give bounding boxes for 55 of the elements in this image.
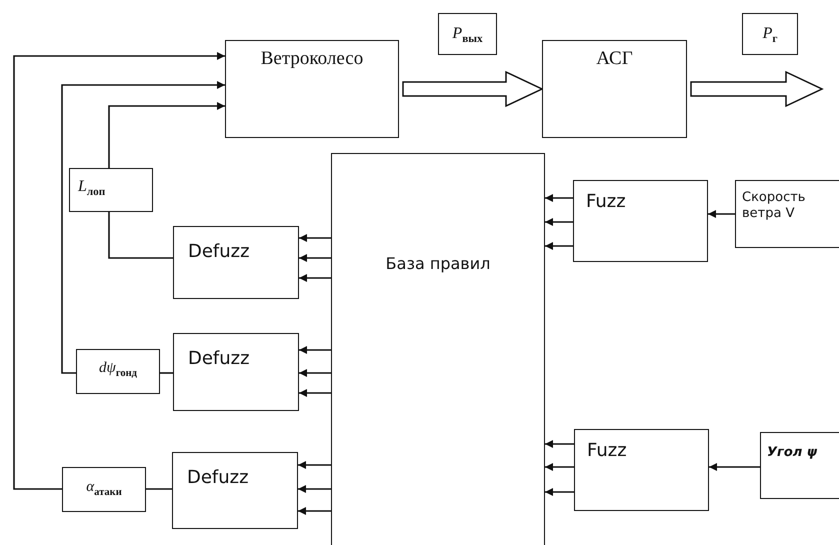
node-label: Fuzz	[587, 440, 627, 462]
arrow	[61, 81, 225, 374]
node-label: Defuzz	[188, 241, 250, 264]
node-label: P$_{г}$	[762, 24, 778, 46]
arrow	[709, 463, 760, 471]
arrow	[299, 369, 331, 377]
node-label: Ветроколесо	[260, 47, 364, 71]
arrow	[299, 346, 331, 354]
signal-box	[438, 13, 497, 55]
arrow	[545, 463, 574, 471]
process-box	[225, 40, 399, 138]
node-label: dψ$_{гонд}$	[99, 359, 137, 380]
defuzzifier-box	[172, 452, 298, 529]
fuzzifier-box	[574, 429, 709, 511]
connector-line	[108, 212, 173, 259]
rule-base-box	[331, 153, 545, 545]
parameter-box	[76, 349, 160, 394]
defuzzifier-box	[173, 333, 299, 411]
arrow	[545, 218, 573, 226]
node-label: α$_{атаки}$	[86, 478, 122, 500]
input-box	[735, 180, 839, 248]
node-label: Defuzz	[187, 467, 249, 490]
arrow	[299, 254, 331, 262]
arrow	[108, 102, 225, 168]
block-arrow	[402, 70, 544, 108]
input-box	[760, 432, 839, 499]
defuzzifier-box	[173, 226, 299, 299]
node-label: Угол ψ	[767, 445, 818, 462]
arrow	[545, 194, 573, 202]
arrow	[13, 52, 225, 490]
arrow	[545, 242, 573, 250]
arrow	[299, 234, 331, 242]
arrow	[545, 488, 574, 496]
process-box	[542, 40, 687, 138]
node-label: Defuzz	[188, 348, 250, 370]
arrow	[298, 461, 331, 469]
parameter-box	[62, 467, 146, 512]
node-label: Fuzz	[586, 191, 626, 214]
block-arrow	[690, 70, 824, 108]
arrow	[545, 440, 574, 448]
node-label: База правил	[386, 254, 490, 274]
parameter-box	[69, 168, 153, 212]
node-label: L$_{лоп}$	[78, 177, 106, 200]
arrow	[708, 210, 735, 218]
connector-line	[146, 488, 172, 490]
node-label: P$_{вых}$	[452, 24, 483, 46]
connector-line	[160, 372, 173, 374]
signal-box	[742, 13, 798, 55]
arrow	[299, 389, 331, 397]
fuzzifier-box	[573, 180, 708, 262]
arrow	[298, 485, 331, 493]
arrow	[299, 274, 331, 282]
arrow	[298, 507, 331, 515]
node-label: АСГ	[596, 47, 633, 71]
node-label: Скорость ветра V	[742, 190, 806, 222]
